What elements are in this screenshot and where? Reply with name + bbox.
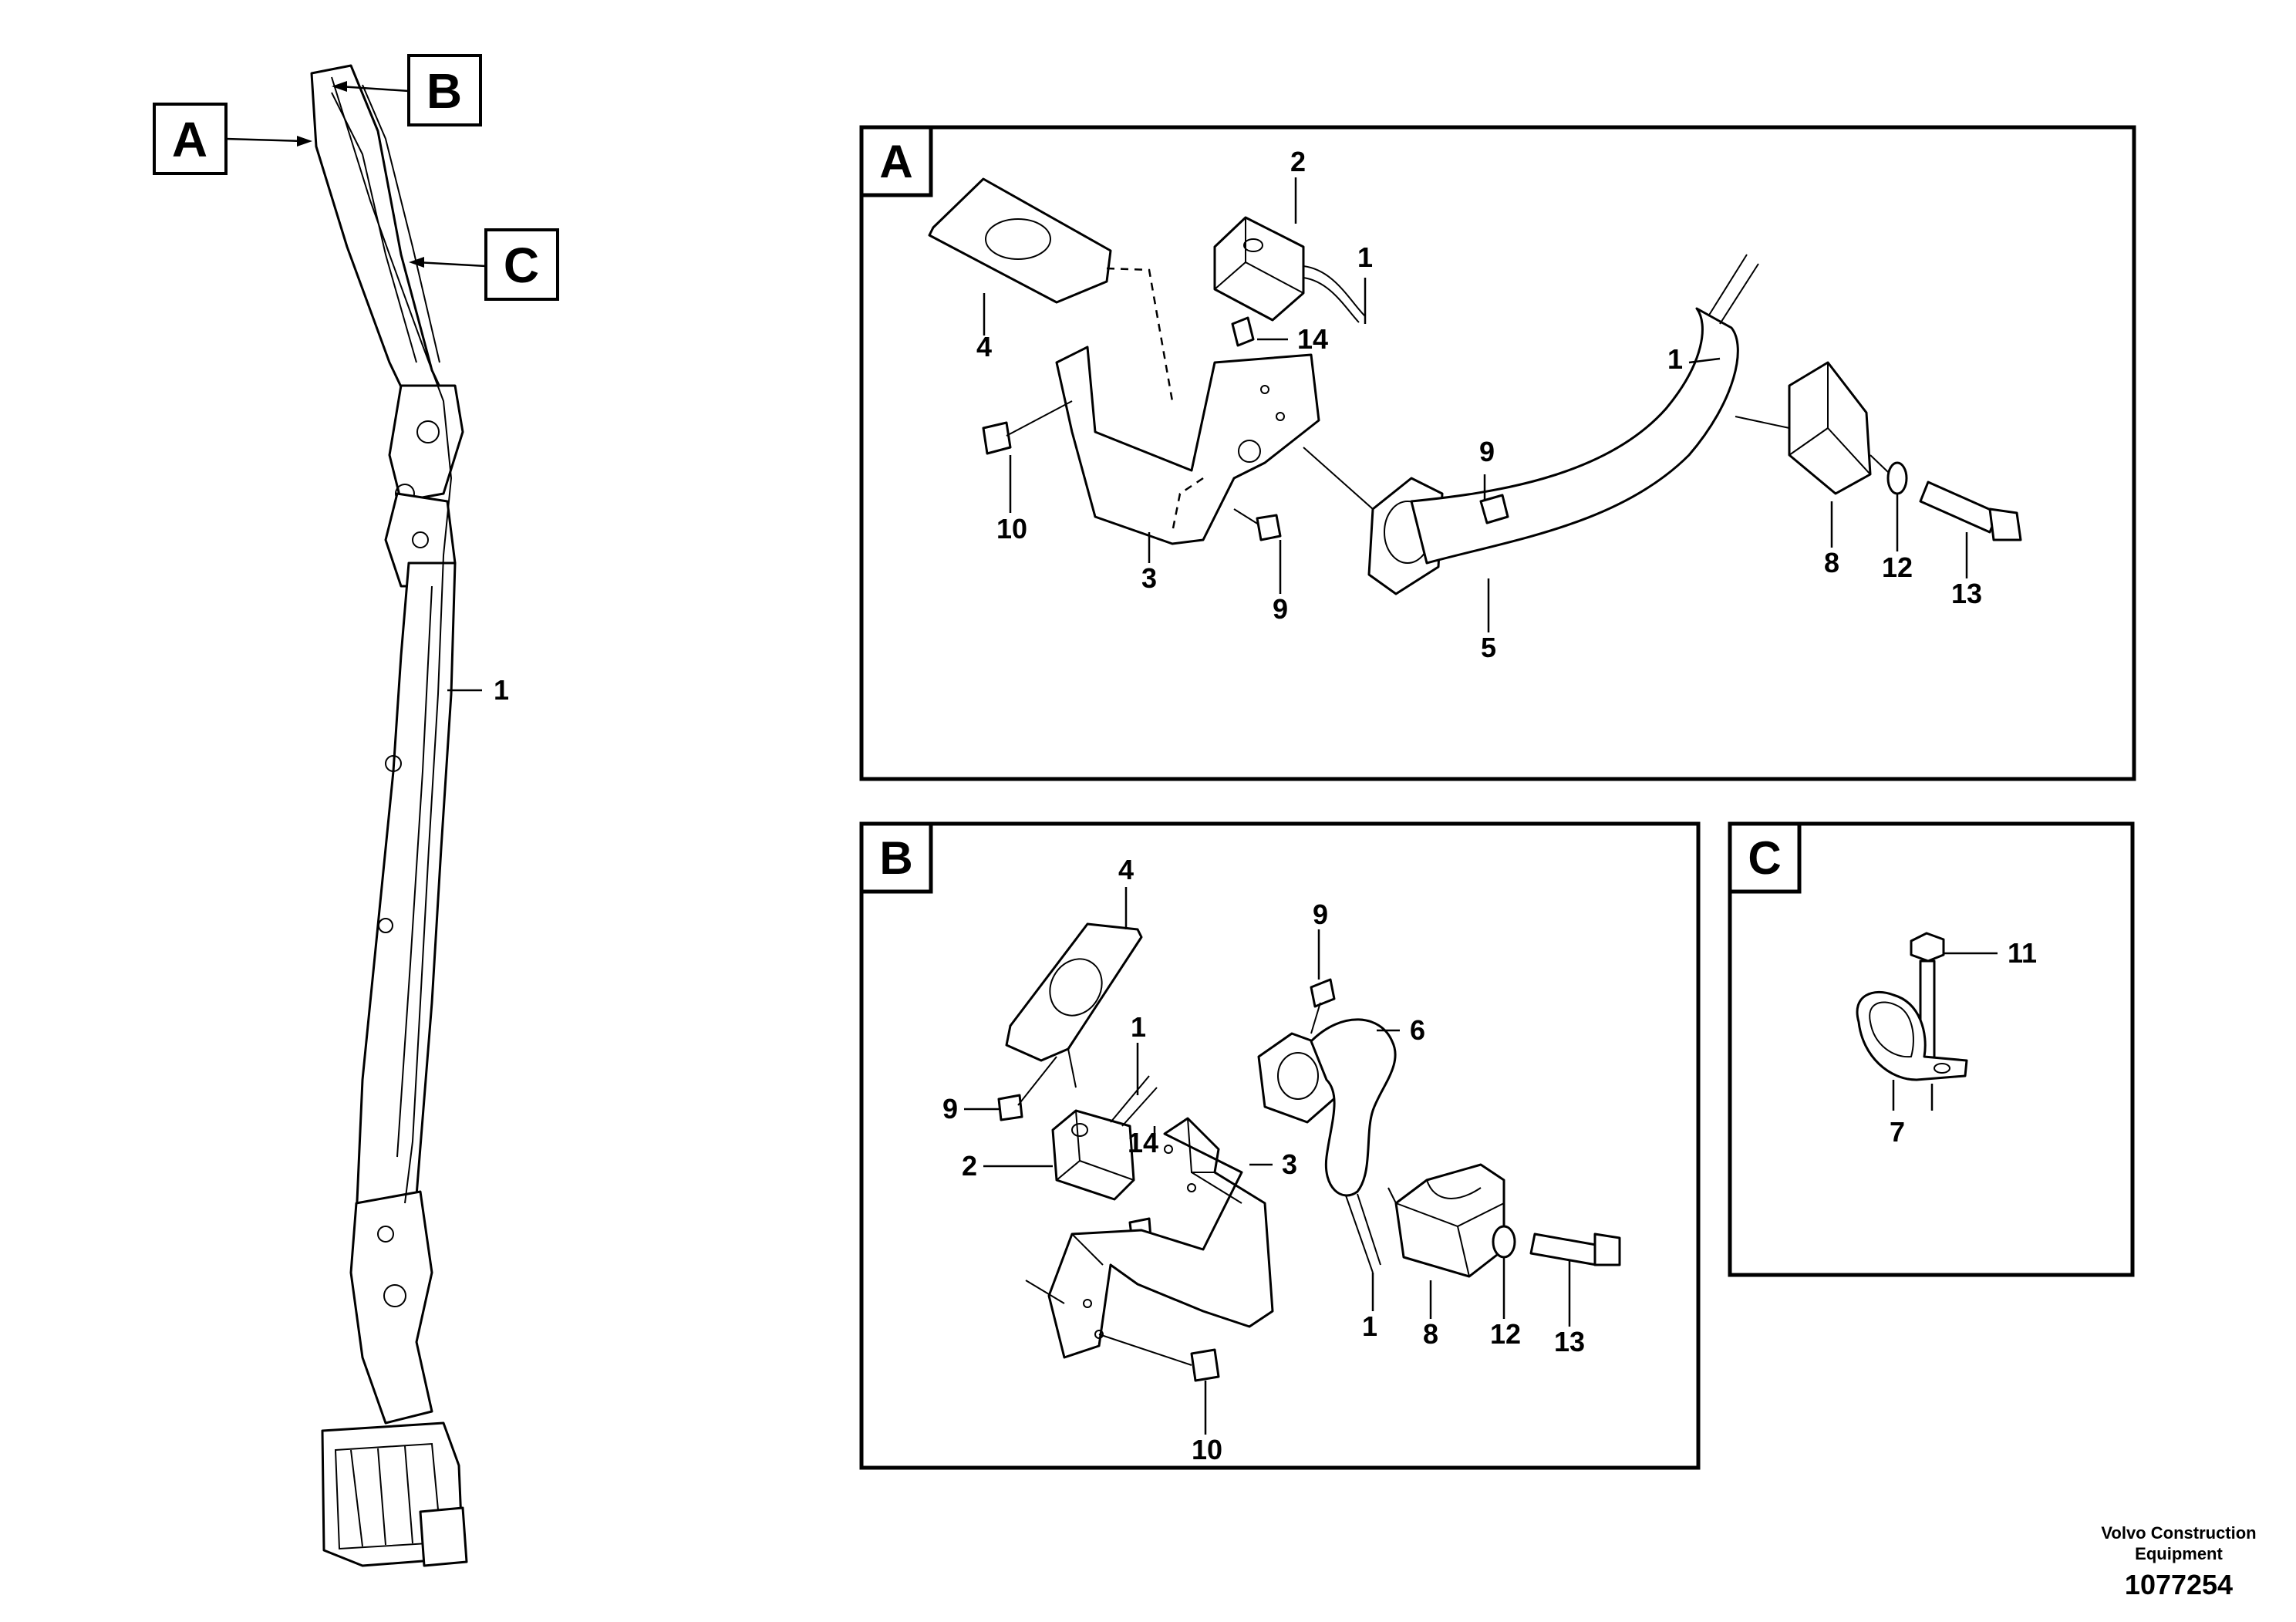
label-b-9-left: 9: [942, 1093, 958, 1125]
label-b-10: 10: [1192, 1434, 1222, 1465]
overview-item-label: 1: [494, 674, 509, 706]
detail-a-title: A: [879, 136, 912, 187]
callout-c[interactable]: C: [484, 228, 559, 301]
svg-text:A: A: [172, 112, 207, 167]
label-a-10: 10: [996, 513, 1027, 545]
label-b-8: 8: [1423, 1318, 1438, 1350]
label-a-9-lower: 9: [1273, 593, 1288, 625]
footer-credit: Volvo Construction Equipment 1077254: [2101, 1523, 2256, 1600]
detail-b-parts: [997, 922, 1621, 1382]
label-b-1-lower: 1: [1362, 1310, 1377, 1342]
label-b-9-upper: 9: [1313, 899, 1328, 930]
label-c-11: 11: [2008, 937, 2037, 969]
label-b-12: 12: [1490, 1318, 1521, 1350]
detail-c-title: C: [1748, 832, 1781, 884]
label-c-7: 7: [1890, 1116, 1905, 1148]
detail-b-leaders: [964, 887, 1571, 1435]
label-b-3: 3: [1282, 1148, 1297, 1180]
detail-c-parts: [1856, 932, 1968, 1081]
label-b-2: 2: [962, 1150, 977, 1182]
detail-c-leaders: [1892, 952, 1998, 1111]
svg-text:B: B: [426, 63, 462, 119]
label-b-1-top: 1: [1131, 1011, 1146, 1043]
drawing-number: 1077254: [2125, 1569, 2233, 1600]
label-a-1-top: 1: [1357, 241, 1373, 273]
callout-b[interactable]: B: [407, 54, 482, 126]
detail-a-parts: [928, 177, 2022, 595]
label-a-3: 3: [1141, 562, 1157, 594]
label-a-1-right: 1: [1667, 343, 1683, 375]
label-a-4: 4: [976, 331, 992, 363]
label-a-5: 5: [1481, 632, 1496, 663]
label-a-14: 14: [1297, 323, 1328, 355]
company-name-line2: Equipment: [2135, 1544, 2223, 1563]
detail-a-panel: A: [859, 125, 2136, 781]
label-a-8: 8: [1824, 547, 1839, 578]
detail-b-labels: 4 9 2 1 14 3 9 6 1 8 12 13 10: [942, 854, 1585, 1465]
label-a-13: 13: [1951, 578, 1982, 609]
company-name-line1: Volvo Construction: [2101, 1523, 2256, 1543]
detail-c-labels: 11 7: [1890, 937, 2037, 1148]
label-b-13: 13: [1554, 1326, 1585, 1357]
detail-b-panel: B: [859, 821, 1701, 1470]
overview-leaders: [225, 81, 487, 692]
callout-a[interactable]: A: [153, 103, 228, 175]
svg-text:C: C: [504, 238, 539, 293]
label-b-4: 4: [1118, 854, 1134, 885]
label-a-12: 12: [1882, 551, 1913, 583]
label-b-14: 14: [1128, 1127, 1158, 1158]
label-b-6: 6: [1410, 1014, 1425, 1046]
detail-a-leaders: [983, 177, 1968, 632]
detail-a-labels: 4 2 1 14 10 3 9 9 5 1 8 12 13: [976, 146, 1982, 663]
label-a-9-upper: 9: [1479, 436, 1495, 467]
detail-c-panel: C: [1728, 821, 2135, 1277]
detail-b-title: B: [879, 832, 912, 884]
boom-overview: [310, 64, 468, 1567]
label-a-2: 2: [1290, 146, 1306, 177]
